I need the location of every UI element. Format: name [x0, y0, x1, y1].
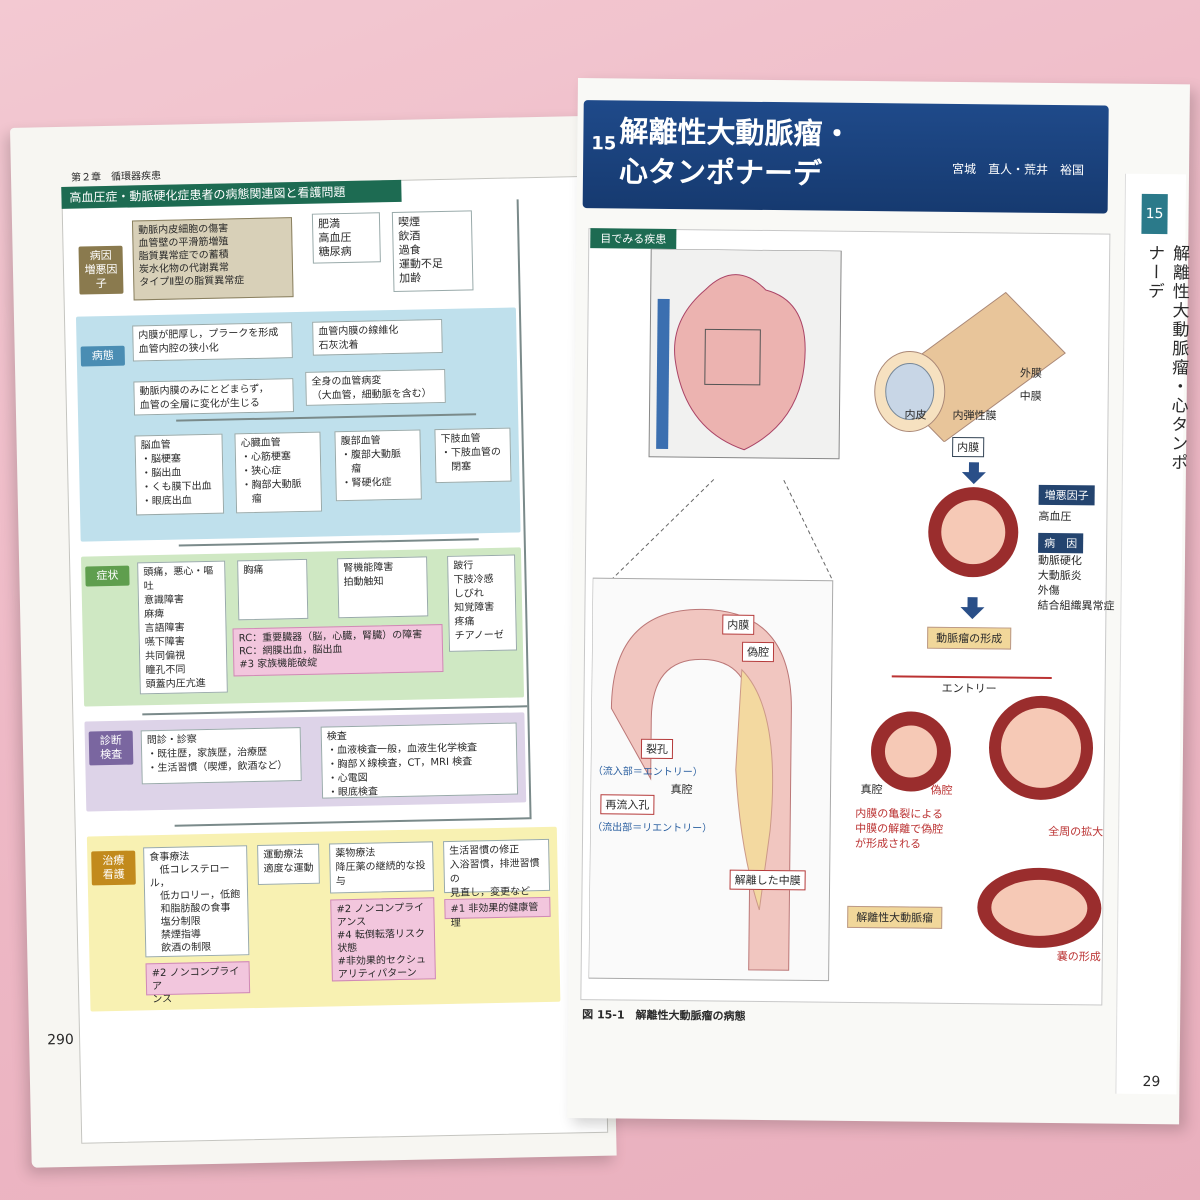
- pathology-box-4: 全身の血管病変 （大血管，細動脈を含む）: [305, 368, 446, 406]
- label-sac: 嚢の形成: [1056, 950, 1101, 964]
- label-false-top: 偽腔: [741, 641, 775, 663]
- vena-cava: [656, 298, 670, 449]
- treatment-drug: 薬物療法 降圧薬の継続的な投 与: [329, 841, 435, 894]
- diagnosis-tests: 検査 ・血液検査一般，血液生化学検査 ・胸部Ｘ線検査，CT，MRI 検査 ・心電…: [320, 722, 519, 799]
- zoom-line: [783, 479, 834, 581]
- treatment-diet-problem: #2 ノンコンプライア ンス: [145, 961, 251, 1005]
- vessel-layers-illustration: [874, 291, 1066, 443]
- nursing-problems-symptoms: RC：重要臓器（脳，心臓，腎臓）の障害 RC：網膜出血，脳出血 #3 家族機能破…: [232, 624, 444, 677]
- label-media: 中膜: [1019, 389, 1042, 403]
- side-title: 解離性大動脈瘤・心タンポナーデ: [1143, 243, 1190, 473]
- page-number-right: 29: [1142, 1073, 1161, 1091]
- heart-shape: [674, 274, 806, 451]
- vessel-brain: 脳血管 ・脳梗塞 ・脳出血 ・くも膜下出血 ・眼底出血: [134, 433, 225, 516]
- label-cause-values: 動脈硬化 大動脈炎 外傷 結合組織異常症: [1037, 553, 1115, 613]
- authors: 宮城 直人・荒井 裕国: [951, 161, 1085, 178]
- false-lumen: [735, 668, 774, 911]
- arrow-down-icon: [961, 462, 986, 485]
- label-formation: 動脈瘤の形成: [927, 626, 1012, 650]
- label-false-lumen-right: 偽腔: [930, 783, 953, 797]
- treatment-diet: 食事療法 低コレステロール， 低カロリー，低飽 和脂肪酸の食事 塩分制限 禁煙指…: [143, 845, 250, 958]
- label-true-lumen: 真腔: [670, 783, 693, 797]
- label-inflow: （流入部＝エントリー）: [592, 766, 703, 779]
- ring-sac-inner: [991, 879, 1088, 936]
- pathology-box-2: 血管内膜の線維化 石灰沈着: [312, 318, 443, 356]
- label-description: 内膜の亀裂による 中膜の解離で偽腔 が形成される: [854, 806, 944, 851]
- symptoms-heart: 胸痛: [237, 558, 309, 621]
- branch-line: [891, 675, 1052, 679]
- category-treatment: 治療 看護: [91, 850, 136, 886]
- progression-illustration: [870, 462, 1102, 948]
- right-page: 15 解離性大動脈瘤・ 心タンポナーデ 宮城 直人・荒井 裕国 15 解離性大動…: [567, 78, 1190, 1125]
- cause-box-2: 肥満 高血圧 糖尿病: [311, 212, 381, 264]
- title-line-1: 解離性大動脈瘤・: [619, 114, 852, 151]
- treatment-exercise: 運動療法 適度な運動: [257, 843, 320, 885]
- detail-box: [704, 328, 761, 386]
- label-aggravating-value: 高血圧: [1038, 509, 1072, 524]
- symptoms-leg: 跛行 下肢冷感 しびれ 知覚障害 疼痛 チアノーゼ: [447, 554, 518, 652]
- arrow-down-icon: [960, 597, 985, 620]
- label-dissected-media: 解離した中膜: [729, 869, 806, 891]
- category-pathology: 病態: [80, 345, 126, 367]
- section-tab: 目でみる疾患: [590, 228, 677, 250]
- label-true-lumen-right: 真腔: [860, 782, 883, 797]
- ring-inner: [941, 500, 1006, 565]
- label-tear: 裂孔: [640, 738, 674, 760]
- ring-dissection-inner: [884, 725, 937, 778]
- label-entry: エントリー: [941, 681, 997, 696]
- chapter-number: 15: [591, 133, 617, 155]
- ring-whole-inner: [1001, 707, 1082, 788]
- figure-caption: 図 15-1 解離性大動脈瘤の病態: [582, 1008, 746, 1023]
- cause-box-3: 喫煙 飲酒 過食 運動不足 加齢: [391, 210, 474, 293]
- vessel-heart: 心臓血管 ・心筋梗塞 ・狭心症 ・胸部大動脈 瘤: [234, 431, 323, 514]
- label-intima-box: 内膜: [952, 436, 985, 458]
- side-number: 15: [1141, 193, 1168, 235]
- category-diagnosis: 診断 検査: [88, 730, 134, 766]
- label-dissecting-aneurysm: 解離性大動脈瘤: [847, 905, 943, 929]
- label-elastic-membrane: 内弾性膜: [952, 408, 997, 423]
- category-cause: 病因 増悪因子: [78, 245, 124, 295]
- category-symptoms: 症状: [85, 565, 130, 587]
- label-whole: 全周の拡大: [1048, 824, 1104, 839]
- label-reentry: 再流入孔: [600, 794, 655, 815]
- left-page: 第２章 循環器疾患 高血圧症・動脈硬化症患者の病態関連図と看護問題 病因 増悪因…: [10, 115, 617, 1168]
- label-endothelium: 内皮: [904, 408, 927, 422]
- label-outflow: （流出部＝リエントリー）: [592, 822, 713, 835]
- chapter-header: 第２章 循環器疾患: [70, 170, 162, 184]
- cause-box-1: 動脈内皮細胞の傷害 血管壁の平滑筋増殖 脂質異常症での蓄積 炭水化物の代謝異常 …: [131, 217, 294, 301]
- title-line-2: 心タンポナーデ: [618, 154, 823, 191]
- zoom-line: [612, 479, 715, 579]
- label-aggravating: 増悪因子: [1038, 484, 1095, 506]
- treatment-lifestyle: 生活習慣の修正 入浴習慣，排泄習慣の 見直し，変更など: [443, 838, 551, 899]
- symptoms-brain: 頭痛，悪心・嘔吐 意識障害 麻痺 言語障害 嚥下障害 共同偏視 瞳孔不同 頭蓋内…: [137, 560, 228, 695]
- label-adventitia: 外膜: [1019, 366, 1043, 380]
- vessel-inner: [885, 362, 935, 420]
- vessel-leg: 下肢血管 ・下肢血管の 閉塞: [434, 427, 512, 484]
- label-intima-top: 内膜: [722, 614, 755, 635]
- page-number-left: 290: [46, 1031, 75, 1049]
- treatment-drug-problems: #2 ノンコンプライ アンス #4 転倒転落リスク 状態 #非効果的セクシュ ア…: [330, 897, 436, 982]
- vessel-abdomen: 腹部血管 ・腹部大動脈 瘤 ・腎硬化症: [334, 429, 422, 502]
- pathology-box-3: 動脈内膜のみにとどまらず， 血管の全層に変化が生じる: [133, 378, 295, 416]
- symptoms-kidney: 腎機能障害 拍動触知: [337, 556, 429, 619]
- treatment-lifestyle-problem: #1 非効果的健康管理: [444, 896, 551, 929]
- diagnosis-interview: 問診・診察 ・既往歴，家族歴，治療歴 ・生活習慣（喫煙，飲酒など）: [140, 727, 302, 785]
- pathology-box-1: 内膜が肥厚し，プラークを形成 血管内腔の狭小化: [132, 322, 293, 362]
- label-cause: 病 因: [1038, 532, 1084, 554]
